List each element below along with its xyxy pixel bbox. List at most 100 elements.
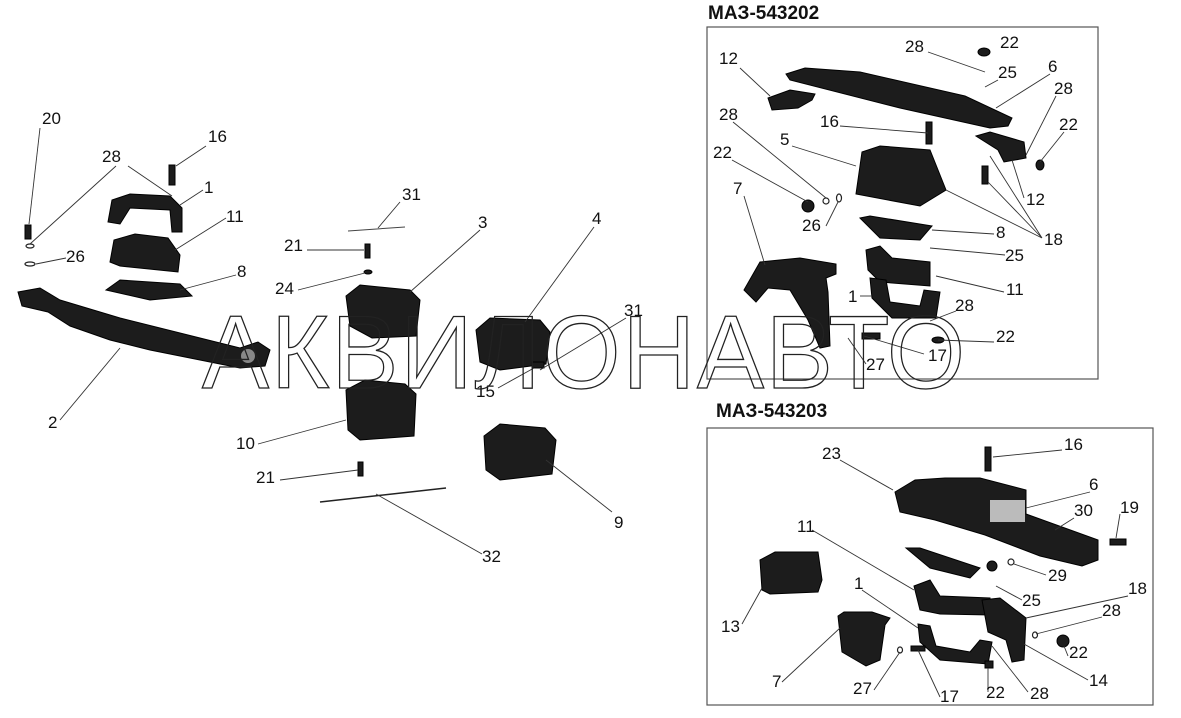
callout: 3: [478, 213, 487, 232]
callout: 29: [1048, 566, 1067, 585]
washer-28: [25, 243, 35, 249]
callout: 19: [1120, 498, 1139, 517]
variant-a-callouts: 28 22 25 6 12 28 22 28 16 5 22 7 26 12 1…: [713, 33, 1078, 374]
callout: 12: [1026, 190, 1045, 209]
washer-27: [896, 646, 904, 654]
callout: 16: [208, 127, 227, 146]
spring-eye: [241, 349, 255, 363]
callout: 23: [822, 444, 841, 463]
callout: 14: [1089, 671, 1108, 690]
callout: 28: [1030, 684, 1049, 703]
main-assembly: 20 16 28 1 11 26 8 31 21 3 24 4 31 15 2 …: [17, 109, 643, 566]
variant-b-callouts: 23 16 6 30 19 11 29 1 18 25 28 13 22 7 2…: [721, 435, 1147, 706]
bolt-16: [168, 164, 176, 186]
callout: 24: [275, 279, 294, 298]
variant-title: МАЗ-543203: [716, 401, 827, 422]
rod-32: [319, 487, 447, 503]
variant-b-leader-lines: [741, 449, 1129, 698]
callout: 6: [1089, 475, 1098, 494]
callout: 28: [905, 37, 924, 56]
callout: 28: [102, 147, 121, 166]
callout: 9: [614, 513, 623, 532]
callout: 22: [713, 143, 732, 162]
washer-26: [24, 261, 36, 267]
callout: 26: [66, 247, 85, 266]
part-1-bracket: [917, 623, 993, 665]
callout: 16: [1064, 435, 1083, 454]
variant-543203-panel: МАЗ-543203: [706, 401, 1154, 706]
washer-28: [1031, 631, 1039, 639]
bolt-20: [24, 224, 32, 240]
part-1-bracket: [107, 193, 183, 233]
part-11-pad: [865, 245, 931, 287]
variant-frame: [706, 26, 1099, 380]
washer-29: [1007, 558, 1015, 566]
variant-title: МАЗ-543202: [708, 3, 819, 24]
bolt-18: [981, 165, 989, 185]
callout: 18: [1128, 579, 1147, 598]
main-leader-lines: [28, 127, 627, 555]
callout: 1: [854, 574, 863, 593]
callout: 11: [797, 517, 815, 536]
callout: 11: [1006, 280, 1024, 299]
callout: 22: [986, 683, 1005, 702]
callout: 25: [1005, 246, 1024, 265]
nut-22-right: [1056, 634, 1070, 648]
callout: 32: [482, 547, 501, 566]
callout: 28: [719, 105, 738, 124]
watermark: АКВИЛОНАВТО: [202, 295, 967, 411]
part-8-plate: [104, 279, 194, 301]
callout: 7: [733, 179, 742, 198]
bolt-21-bottom: [357, 461, 364, 477]
callout: 13: [721, 617, 740, 636]
nut-22: [977, 47, 991, 57]
part-8-plate: [904, 547, 981, 579]
bolt-19: [1109, 538, 1127, 546]
callout: 10: [236, 434, 255, 453]
callout: 20: [42, 109, 61, 128]
bolt-21-top: [364, 243, 371, 259]
part-12-bracket: [767, 89, 816, 111]
part-8-plate: [858, 215, 933, 241]
callout: 25: [1022, 591, 1041, 610]
callout: 12: [719, 49, 738, 68]
nut-22-left: [801, 199, 815, 213]
part-6-bar: [785, 67, 1013, 129]
part-12-bracket-right: [974, 131, 1027, 163]
callout: 22: [996, 327, 1015, 346]
callout: 11: [226, 207, 244, 226]
part-11-pad: [109, 233, 181, 273]
callout: 17: [940, 687, 959, 706]
callout: 2: [48, 413, 57, 432]
callout: 4: [592, 209, 601, 228]
wire-31-top: [347, 226, 406, 232]
part-7-bracket: [743, 257, 837, 349]
variant-a-leader-lines: [731, 51, 1065, 365]
nut-22-bottom: [984, 660, 994, 669]
callout: 1: [848, 287, 857, 306]
callout: 22: [1069, 643, 1088, 662]
callout: 30: [1074, 501, 1093, 520]
part-10-block: [345, 379, 417, 441]
callout: 8: [237, 262, 246, 281]
callout: 17: [928, 346, 947, 365]
part-5-block: [855, 145, 947, 207]
nut-22-right: [1035, 159, 1045, 171]
callout: 6: [1048, 57, 1057, 76]
nut-29: [986, 560, 998, 572]
callout: 28: [1054, 79, 1073, 98]
part-2-spring: [17, 287, 271, 369]
callout: 31: [402, 185, 421, 204]
part-7-bracket: [837, 611, 891, 667]
part-9-block: [483, 423, 557, 481]
variant-frame: [706, 427, 1154, 706]
callout: 15: [476, 382, 495, 401]
washer-28: [822, 197, 830, 205]
part-13-plate: [759, 551, 823, 595]
bolt-16: [984, 446, 992, 472]
part-11-pad: [913, 579, 991, 616]
callout: 18: [1044, 230, 1063, 249]
housing-face: [990, 500, 1025, 522]
bolt-15: [531, 361, 545, 369]
part-4-block: [475, 317, 551, 371]
